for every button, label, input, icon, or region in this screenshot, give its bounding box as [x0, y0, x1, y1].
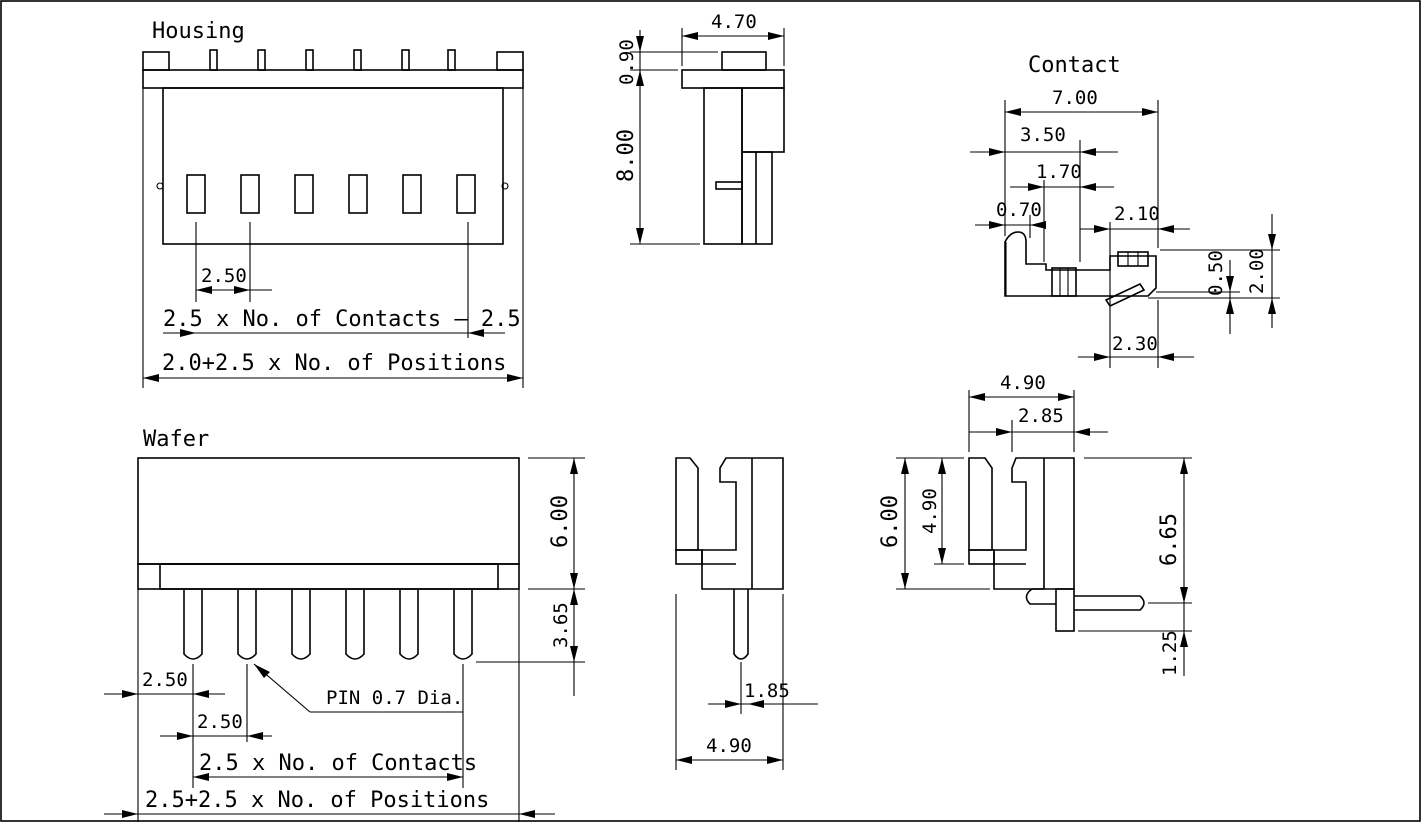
contact-0-50-dim: 0.50 — [1205, 250, 1227, 296]
wafer-height-dim: 6.00 — [548, 495, 573, 548]
wafer-ra-6-65-dim: 6.65 — [1157, 513, 1182, 566]
wafer-edge-dim: 2.50 — [142, 669, 188, 691]
wafer-front-view: Wafer 6.00 3.65 2.50 — [104, 427, 585, 822]
wafer-ra-1-25-dim: 1.25 — [1159, 630, 1181, 676]
housing-top-gap-dim: 0.90 — [616, 39, 638, 85]
housing-side-view: 4.70 0.90 8.00 — [614, 11, 785, 245]
wafer-right-angle-view: 4.90 2.85 6.00 4.90 6.65 1.25 — [878, 372, 1192, 676]
contact-2-00-dim: 2.00 — [1246, 248, 1268, 294]
wafer-pitch-dim: 2.50 — [197, 711, 243, 733]
contact-3-50-dim: 3.50 — [1020, 124, 1066, 146]
housing-height-dim: 8.00 — [614, 129, 639, 182]
wafer-ra-6-00-dim: 6.00 — [878, 495, 903, 548]
wafer-ra-2-85-dim: 2.85 — [1018, 405, 1064, 427]
housing-positions-dim: 2.0+2.5 x No. of Positions — [162, 351, 506, 376]
housing-pitch-dim: 2.50 — [201, 265, 247, 287]
wafer-pin-length-dim: 3.65 — [550, 602, 572, 648]
wafer-contacts-dim: 2.5 x No. of Contacts — [199, 751, 477, 776]
contact-title: Contact — [1028, 53, 1121, 78]
wafer-positions-dim: 2.5+2.5 x No. of Positions — [145, 788, 489, 813]
wafer-title: Wafer — [143, 427, 209, 452]
housing-title: Housing — [152, 19, 245, 44]
wafer-side-width-dim: 4.90 — [706, 735, 752, 757]
contact-view: Contact 7.00 3.50 1.70 — [970, 53, 1280, 368]
wafer-side-view: 1.85 4.90 — [675, 457, 818, 770]
contact-0-70-dim: 0.70 — [996, 199, 1042, 221]
contact-2-10-dim: 2.10 — [1114, 203, 1160, 225]
wafer-pin-note: PIN 0.7 Dia. — [326, 687, 463, 709]
housing-contacts-dim: 2.5 x No. of Contacts – 2.5 — [163, 307, 521, 332]
wafer-ra-4-90-v-dim: 4.90 — [919, 488, 941, 534]
contact-2-30-dim: 2.30 — [1112, 333, 1158, 355]
contact-7-00-dim: 7.00 — [1052, 87, 1098, 109]
wafer-ra-4-90-dim: 4.90 — [1000, 372, 1046, 394]
contact-1-70-dim: 1.70 — [1036, 161, 1082, 183]
wafer-side-pin-dim: 1.85 — [744, 680, 790, 702]
housing-front-view: Housing 2.50 2.5 x No. of Co — [142, 19, 524, 388]
housing-side-width-dim: 4.70 — [711, 11, 757, 33]
